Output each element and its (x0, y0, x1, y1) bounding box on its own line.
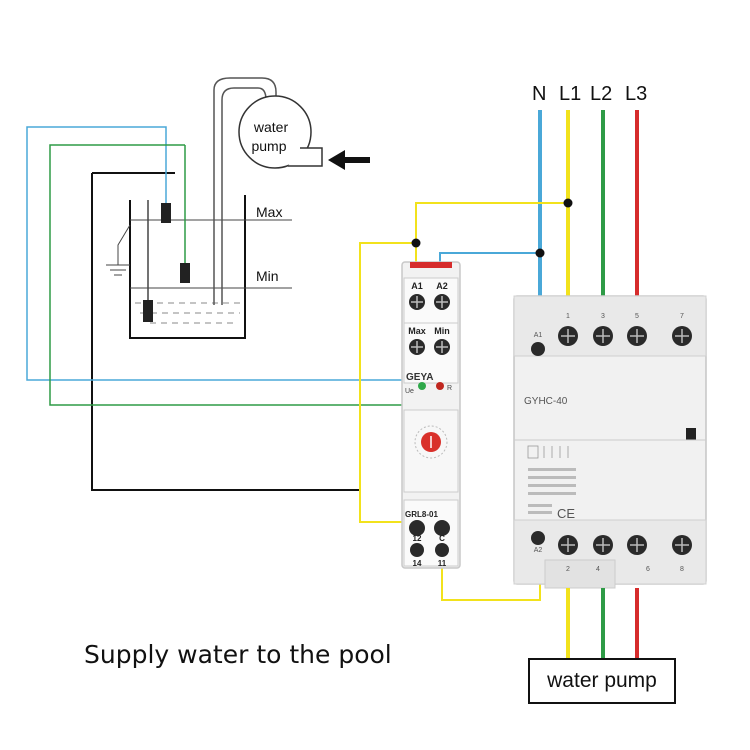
relay-terminal-min-label: Min (434, 326, 450, 336)
contactor-bottom-terminal-2: 2 (566, 566, 570, 573)
contactor-rating-table (528, 468, 576, 514)
wire-n-to-relay-a2 (439, 252, 540, 262)
relay-screw-12 (409, 520, 425, 536)
tank-level-lines (130, 219, 292, 289)
relay-terminal-a1-label: A1 (411, 281, 423, 291)
pump-pipe (213, 77, 277, 305)
water-tank (91, 172, 360, 491)
load-water-pump-box: water pump (528, 658, 676, 704)
load-water-pump-label: water pump (547, 669, 657, 692)
contactor-indicator (686, 428, 696, 440)
level-min-label: Min (256, 268, 279, 284)
ground-symbol-icon (106, 224, 131, 276)
contactor-coil-a2-label: A2 (534, 547, 543, 554)
tank-probes (143, 145, 190, 322)
phase-l2-label: L2 (590, 83, 612, 105)
contactor-screw-a2 (531, 531, 545, 545)
contactor-coil-a1-label: A1 (534, 332, 543, 339)
relay-terminal-c-label: C (439, 534, 445, 543)
wire-max-probe (26, 126, 412, 381)
contactor-ce-mark: CE (557, 506, 575, 521)
relay-terminal-14-label: 14 (413, 559, 422, 568)
caption: Supply water to the pool (84, 640, 392, 669)
wire-min-probe (49, 144, 440, 406)
relay-screw-14 (410, 543, 424, 557)
contactor-top-terminal-3: 3 (601, 313, 605, 320)
contactor-bottom-terminal-8: 8 (680, 566, 684, 573)
junction-l1 (563, 198, 573, 208)
phase-l3-label: L3 (625, 83, 647, 105)
relay-terminal-11-label: 11 (438, 559, 447, 568)
junction-n (535, 248, 545, 258)
contactor-top-terminal-5: 5 (635, 313, 639, 320)
wire-l1-to-relay-a1 (359, 202, 568, 523)
relay-brand-logo: GEYA (406, 372, 433, 383)
relay-terminal-max-label: Max (408, 326, 426, 336)
water-pump: water pump (238, 95, 323, 169)
contactor-bottom-terminal-6: 6 (646, 566, 650, 573)
relay-screw-11 (435, 543, 449, 557)
contactor-model-label: GYHC-40 (524, 396, 568, 407)
led-ue-label: Ue (405, 388, 414, 395)
contactor-top-terminal-1: 1 (566, 313, 570, 320)
contactor-bottom-terminal-4: 4 (596, 566, 600, 573)
phase-n-label: N (532, 83, 546, 105)
relay-terminal-12-label: 12 (413, 534, 422, 543)
led-r-label: R (447, 385, 452, 392)
pump-label-line1: water (253, 119, 289, 135)
pump-label-line2: pump (251, 138, 286, 154)
relay-knob-scale (414, 425, 448, 459)
contactor-screw-a1 (531, 342, 545, 356)
contactor-schematic-icon (527, 445, 569, 459)
level-relay: A1 A2 Max Min GEYA Ue R GRL8-01 12 C 14 … (401, 261, 461, 569)
water-surface (135, 302, 240, 324)
contactor-top-terminal-7: 7 (680, 313, 684, 320)
junction-l1-relay (411, 238, 421, 248)
relay-screw-c (434, 520, 450, 536)
inflow-arrow-icon (328, 150, 370, 170)
led-red-icon (436, 382, 444, 390)
relay-terminal-a2-label: A2 (436, 281, 448, 291)
relay-model-label: GRL8-01 (405, 510, 438, 519)
phase-l1-label: L1 (559, 83, 581, 105)
contactor: A1 1 3 5 7 GYHC-40 CE A2 (513, 295, 707, 589)
level-max-label: Max (256, 204, 282, 220)
led-green-icon (418, 382, 426, 390)
